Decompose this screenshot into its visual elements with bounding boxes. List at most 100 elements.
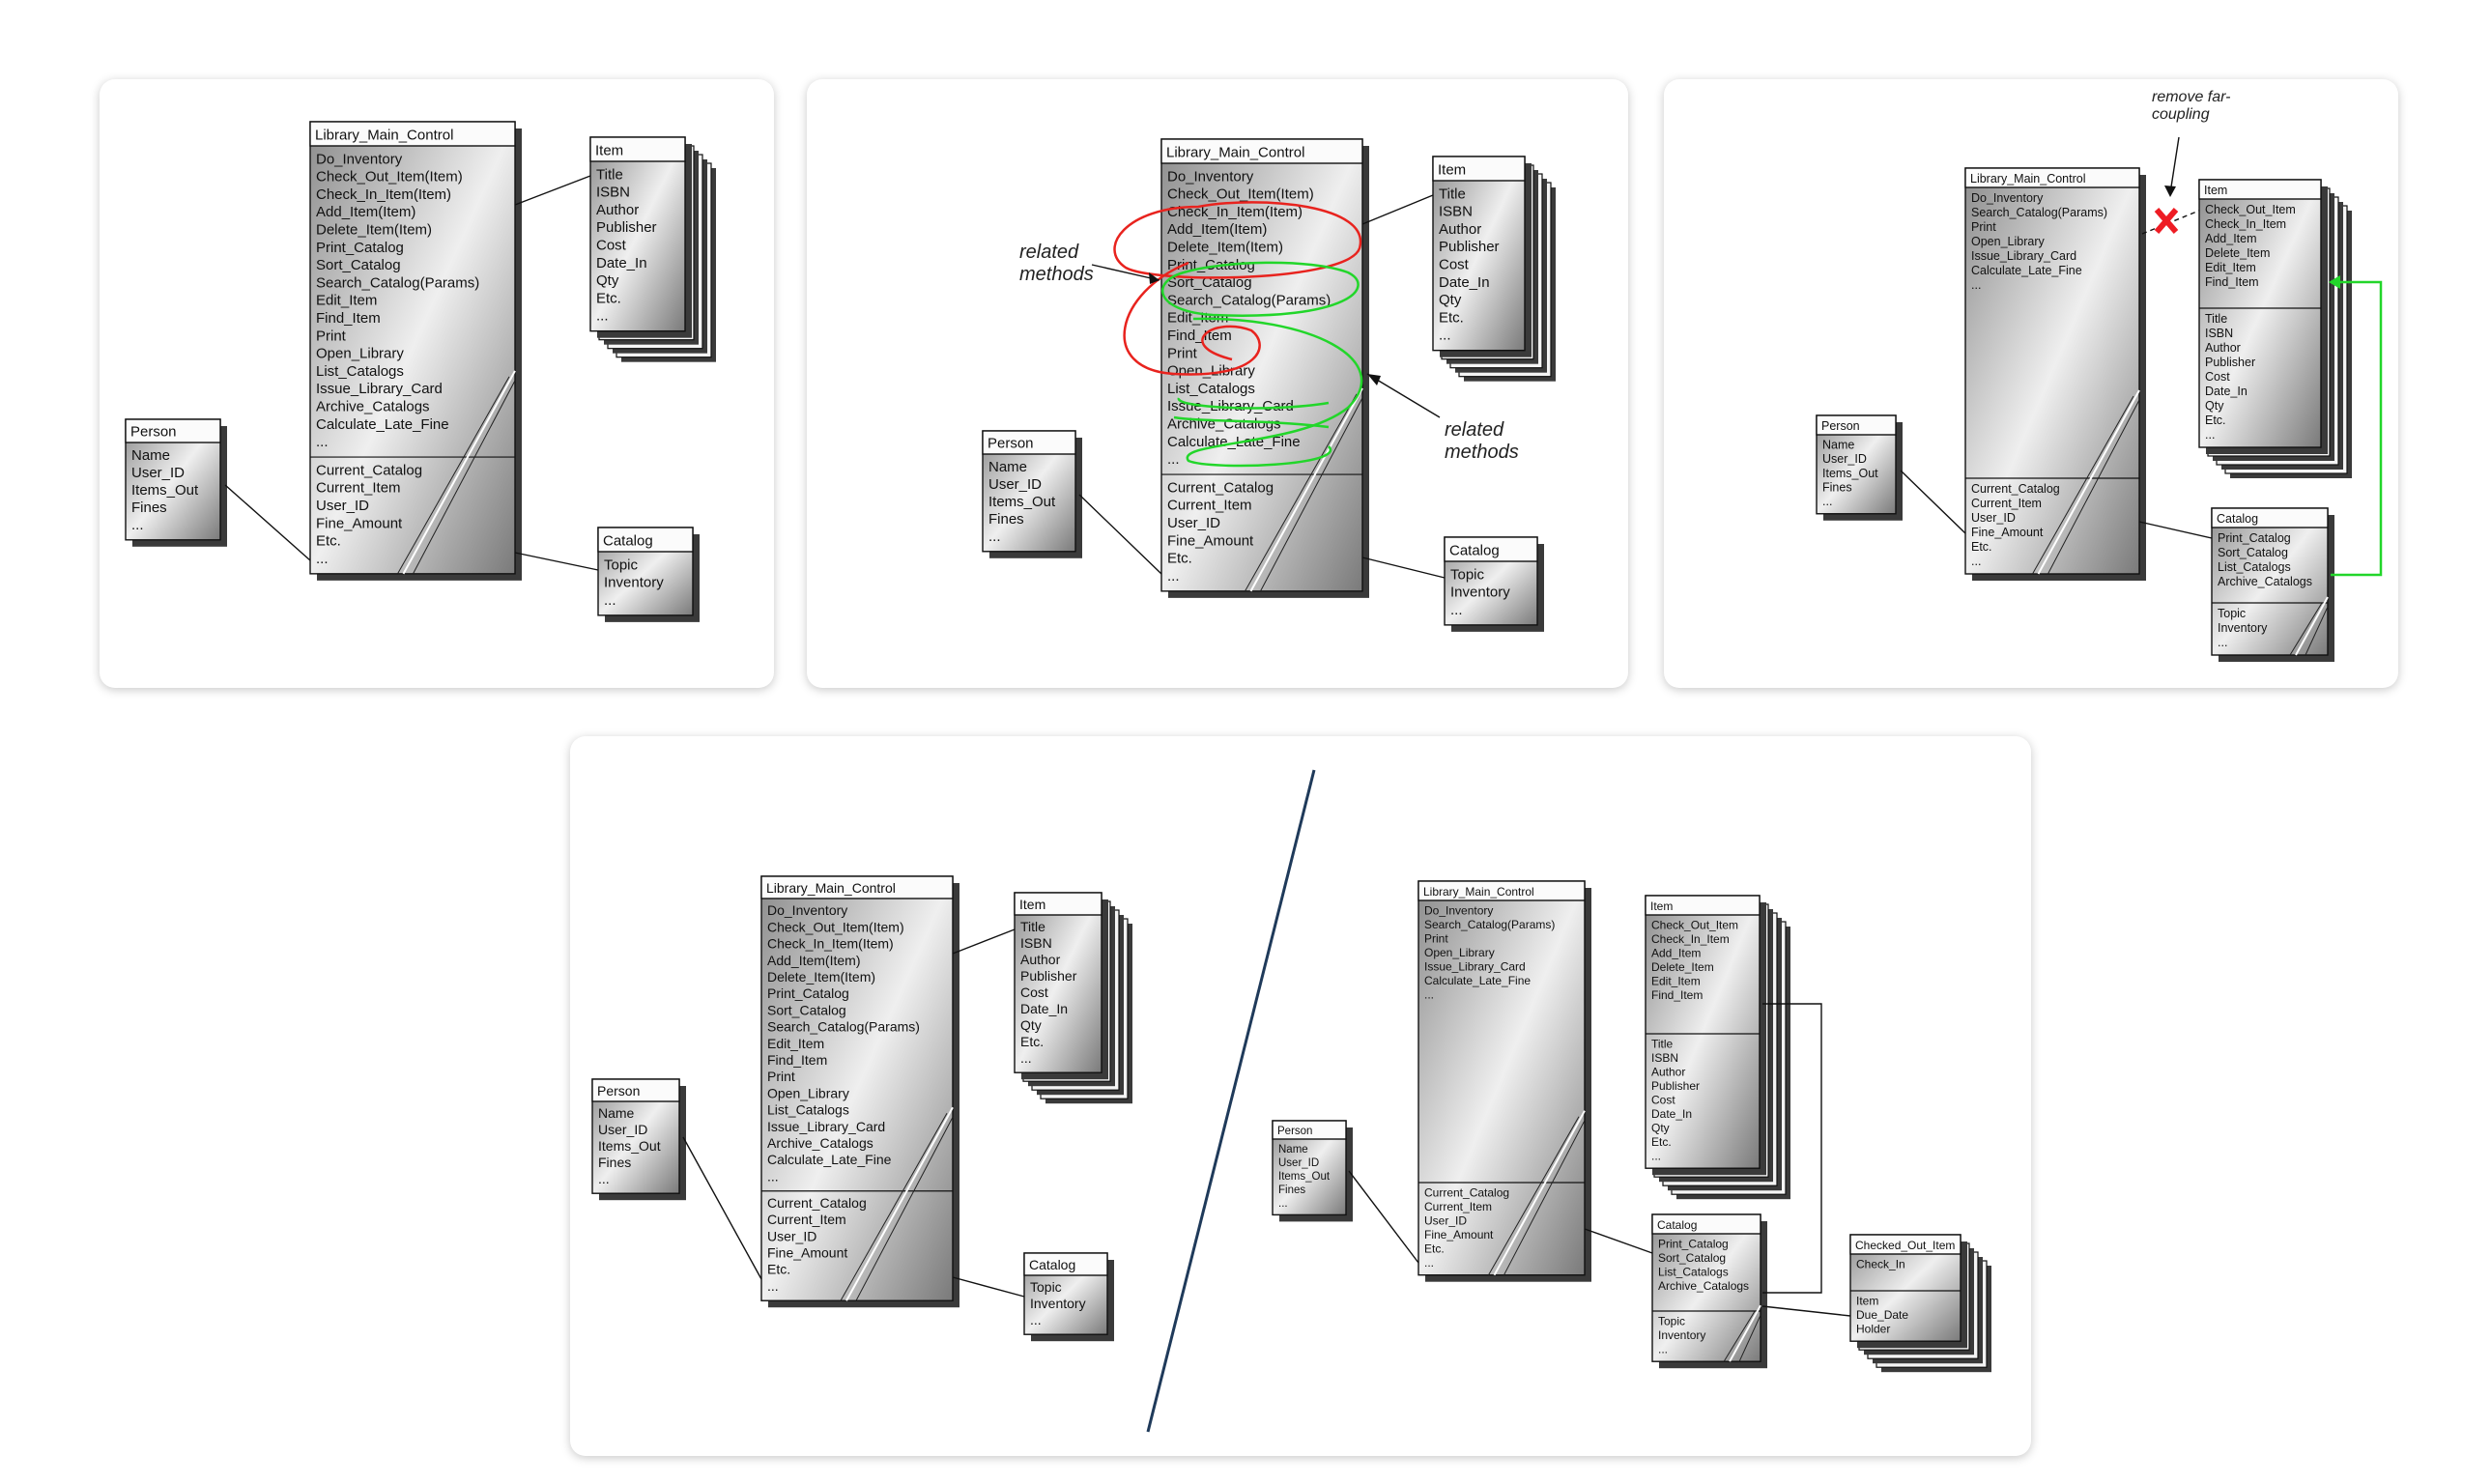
- method-label: Edit_Item: [2205, 261, 2256, 274]
- method-label: Do_Inventory: [316, 151, 403, 167]
- attribute-label: ...: [1971, 555, 1981, 568]
- class-title: Library_Main_Control: [766, 880, 896, 896]
- method-label: Sort_Catalog: [316, 257, 401, 273]
- class-checked-out-item: Checked_Out_ItemCheck_InItemDue_DateHold…: [1849, 1234, 1991, 1373]
- attribute-label: Qty: [596, 272, 619, 289]
- association-line: [952, 928, 1016, 955]
- method-label: Issue_Library_Card: [316, 381, 443, 397]
- attribute-label: ...: [1450, 602, 1463, 618]
- attribute-label: User_ID: [598, 1122, 647, 1137]
- attribute-label: ...: [1278, 1198, 1288, 1210]
- class-title: Library_Main_Control: [1970, 172, 2086, 186]
- annotation-arrow: [1091, 264, 1160, 281]
- attribute-label: Inventory: [1658, 1328, 1705, 1342]
- class-title: Person: [597, 1083, 640, 1099]
- attribute-label: Title: [2205, 312, 2227, 326]
- association-line: [682, 1136, 762, 1280]
- attribute-label: Holder: [1856, 1323, 1890, 1336]
- attribute-label: Title: [1651, 1038, 1674, 1051]
- diagram-refactored: Library_Main_ControlDo_InventorySearch_C…: [1816, 136, 2383, 662]
- class-title: Item: [1019, 897, 1045, 912]
- class-title: Library_Main_Control: [1166, 145, 1304, 161]
- attribute-label: Etc.: [1167, 551, 1192, 567]
- related-methods-red-loop: [1113, 201, 1362, 279]
- attribute-label: ...: [1030, 1312, 1042, 1327]
- method-label: Check_In_Item(Item): [1167, 204, 1303, 220]
- class-item: ItemTitleISBNAuthorPublisherCostDate_InQ…: [1432, 156, 1556, 382]
- class-catalog: CatalogPrint_CatalogSort_CatalogList_Cat…: [1651, 1213, 1767, 1369]
- method-label: Calculate_Late_Fine: [316, 416, 449, 433]
- method-label: Edit_Item: [1651, 975, 1701, 988]
- attribute-label: User_ID: [767, 1228, 816, 1243]
- method-label: Edit_Item: [767, 1036, 824, 1051]
- attribute-label: Due_Date: [1856, 1308, 1908, 1322]
- attribute-label: Qty: [1439, 292, 1462, 308]
- attribute-label: Current_Catalog: [1424, 1186, 1509, 1200]
- method-label: Print: [767, 1069, 795, 1084]
- attribute-label: Name: [598, 1105, 635, 1121]
- attribute-label: Author: [1651, 1066, 1685, 1079]
- method-label: Check_Out_Item(Item): [316, 169, 463, 186]
- method-label: Sort_Catalog: [2218, 546, 2288, 559]
- method-label: Open_Library: [1424, 946, 1495, 959]
- method-label: ...: [1424, 988, 1434, 1002]
- method-label: Print_Catalog: [1167, 257, 1255, 273]
- related-methods-green-loop: [1177, 396, 1330, 410]
- attribute-label: Cost: [1651, 1094, 1675, 1107]
- class-person: PersonNameUser_IDItems_OutFines...: [982, 430, 1082, 558]
- method-label: Find_Item: [316, 310, 381, 327]
- method-label: Print: [1167, 345, 1198, 361]
- attribute-label: Items_Out: [988, 494, 1056, 510]
- attribute-label: Fine_Amount: [1971, 526, 2044, 539]
- attribute-label: Title: [1439, 186, 1466, 202]
- class-person: PersonNameUser_IDItems_OutFines...: [1816, 414, 1903, 521]
- diagram-related-methods: Library_Main_ControlDo_InventoryCheck_Ou…: [982, 138, 1556, 632]
- attribute-label: Etc.: [1651, 1135, 1672, 1149]
- attribute-label: ISBN: [1439, 204, 1473, 220]
- method-label: Check_Out_Item(Item): [1167, 186, 1314, 203]
- annotation-arrow: [2169, 136, 2180, 194]
- related-methods-green-loop: [1186, 317, 1363, 468]
- attribute-label: Publisher: [1651, 1079, 1700, 1093]
- attribute-label: Author: [1020, 952, 1061, 967]
- method-label: Add_Item: [2205, 232, 2257, 245]
- association-line: [1078, 494, 1162, 575]
- attribute-label: Etc.: [1439, 309, 1464, 326]
- method-label: List_Catalogs: [2218, 560, 2291, 574]
- method-label: Check_Out_Item: [1651, 919, 1738, 932]
- attribute-label: Date_In: [1020, 1001, 1068, 1016]
- attribute-label: Current_Item: [767, 1212, 846, 1227]
- attribute-label: Current_Item: [1971, 497, 2042, 510]
- attribute-label: Publisher: [1020, 968, 1077, 984]
- annotation-arrow: [1366, 373, 1441, 418]
- class-title: Item: [2204, 184, 2227, 197]
- attribute-label: Etc.: [316, 533, 341, 550]
- method-label: Archive_Catalogs: [316, 399, 430, 415]
- method-label: Do_Inventory: [1167, 168, 1254, 185]
- class-title: Person: [130, 424, 177, 441]
- attribute-label: Fine_Amount: [1167, 532, 1254, 549]
- attribute-label: ...: [1439, 328, 1451, 344]
- attribute-label: ISBN: [1651, 1051, 1678, 1065]
- attribute-label: Topic: [1658, 1315, 1685, 1328]
- method-label: Print: [316, 328, 347, 344]
- class-catalog: CatalogTopicInventory...: [597, 527, 700, 622]
- method-label: Add_Item(Item): [1167, 221, 1267, 238]
- attribute-label: Etc.: [1424, 1242, 1445, 1256]
- class-title: Catalog: [1657, 1218, 1697, 1232]
- attribute-label: Etc.: [2205, 414, 2226, 427]
- attribute-label: User_ID: [1424, 1214, 1467, 1228]
- attribute-label: Qty: [1651, 1122, 1670, 1135]
- method-label: Do_Inventory: [1424, 904, 1493, 918]
- method-label: Check_In_Item: [2205, 217, 2286, 231]
- method-label: Calculate_Late_Fine: [767, 1152, 892, 1167]
- annotation-arrow-head: [1149, 272, 1160, 284]
- method-label: Search_Catalog(Params): [767, 1019, 920, 1035]
- method-label: Delete_Item(Item): [316, 222, 432, 239]
- attribute-label: Qty: [1020, 1017, 1042, 1033]
- class-person: PersonNameUser_IDItems_OutFines...: [1272, 1120, 1353, 1222]
- attribute-label: Title: [596, 166, 623, 183]
- method-label: Print: [1971, 220, 1996, 234]
